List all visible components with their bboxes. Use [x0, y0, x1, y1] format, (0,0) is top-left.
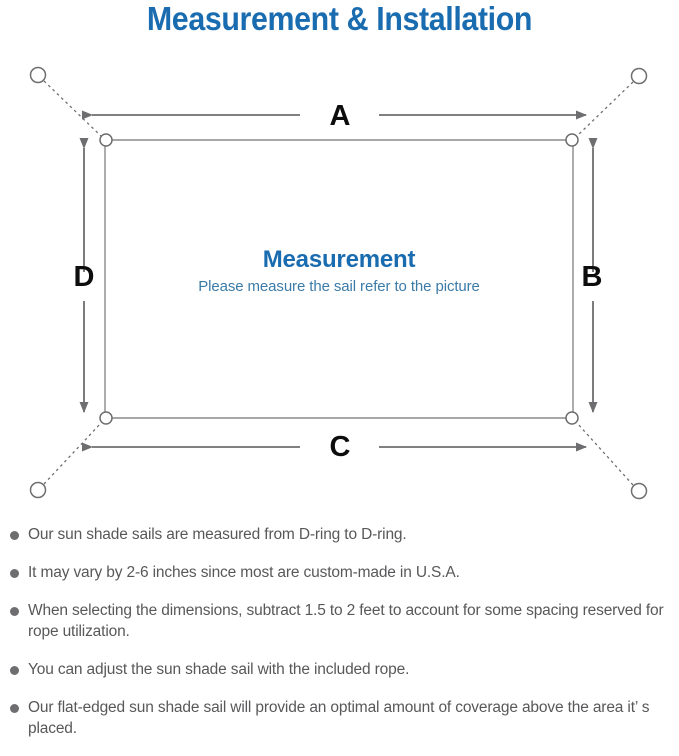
rope-bottom-left — [43, 422, 102, 485]
d-rings — [99, 133, 579, 425]
rope-bottom-right — [576, 422, 634, 486]
anchor-bottom-left — [29, 481, 47, 499]
list-item: It may vary by 2-6 inches since most are… — [0, 562, 679, 583]
note-text: It may vary by 2-6 inches since most are… — [28, 564, 460, 581]
bullet-icon — [10, 666, 19, 675]
note-text: When selecting the dimensions, subtract … — [28, 602, 664, 640]
d-ring-bottom-left — [99, 411, 113, 425]
rope-top-left — [43, 80, 102, 137]
bullet-icon — [10, 569, 19, 578]
note-text: Our flat-edged sun shade sail will provi… — [28, 699, 650, 737]
list-item: Our sun shade sails are measured from D-… — [0, 524, 679, 545]
dimension-label-c: C — [329, 431, 351, 463]
list-item: You can adjust the sun shade sail with t… — [0, 659, 679, 680]
d-ring-bottom-right — [565, 411, 579, 425]
dimension-label-d: D — [73, 261, 95, 293]
page-title: Measurement & Installation — [146, 0, 533, 37]
sail-body — [104, 139, 574, 419]
anchor-top-left — [29, 66, 47, 84]
dimension-label-a: A — [329, 100, 351, 132]
page-root: Measurement & Installation — [0, 0, 679, 737]
diagram-svg — [29, 66, 648, 500]
anchor-bottom-right — [630, 482, 648, 500]
rope-top-right — [576, 81, 634, 137]
anchor-top-right — [630, 67, 648, 85]
sail-title: Measurement — [262, 246, 416, 273]
list-item: Our flat-edged sun shade sail will provi… — [0, 697, 679, 739]
sail-subtitle: Please measure the sail refer to the pic… — [198, 278, 480, 295]
list-item: When selecting the dimensions, subtract … — [0, 600, 679, 642]
rope-lines — [43, 80, 634, 486]
bullet-icon — [10, 607, 19, 616]
bullet-icon — [10, 531, 19, 540]
anchor-rings — [29, 66, 648, 500]
d-ring-top-left — [99, 133, 113, 147]
d-ring-top-right — [565, 133, 579, 147]
bullet-icon — [10, 704, 19, 713]
note-text: You can adjust the sun shade sail with t… — [28, 661, 410, 678]
note-text: Our sun shade sails are measured from D-… — [28, 526, 407, 543]
notes-list: Our sun shade sails are measured from D-… — [0, 524, 679, 756]
dimension-label-b: B — [581, 261, 603, 293]
measurement-diagram: Measurement Please measure the sail refe… — [0, 48, 679, 508]
